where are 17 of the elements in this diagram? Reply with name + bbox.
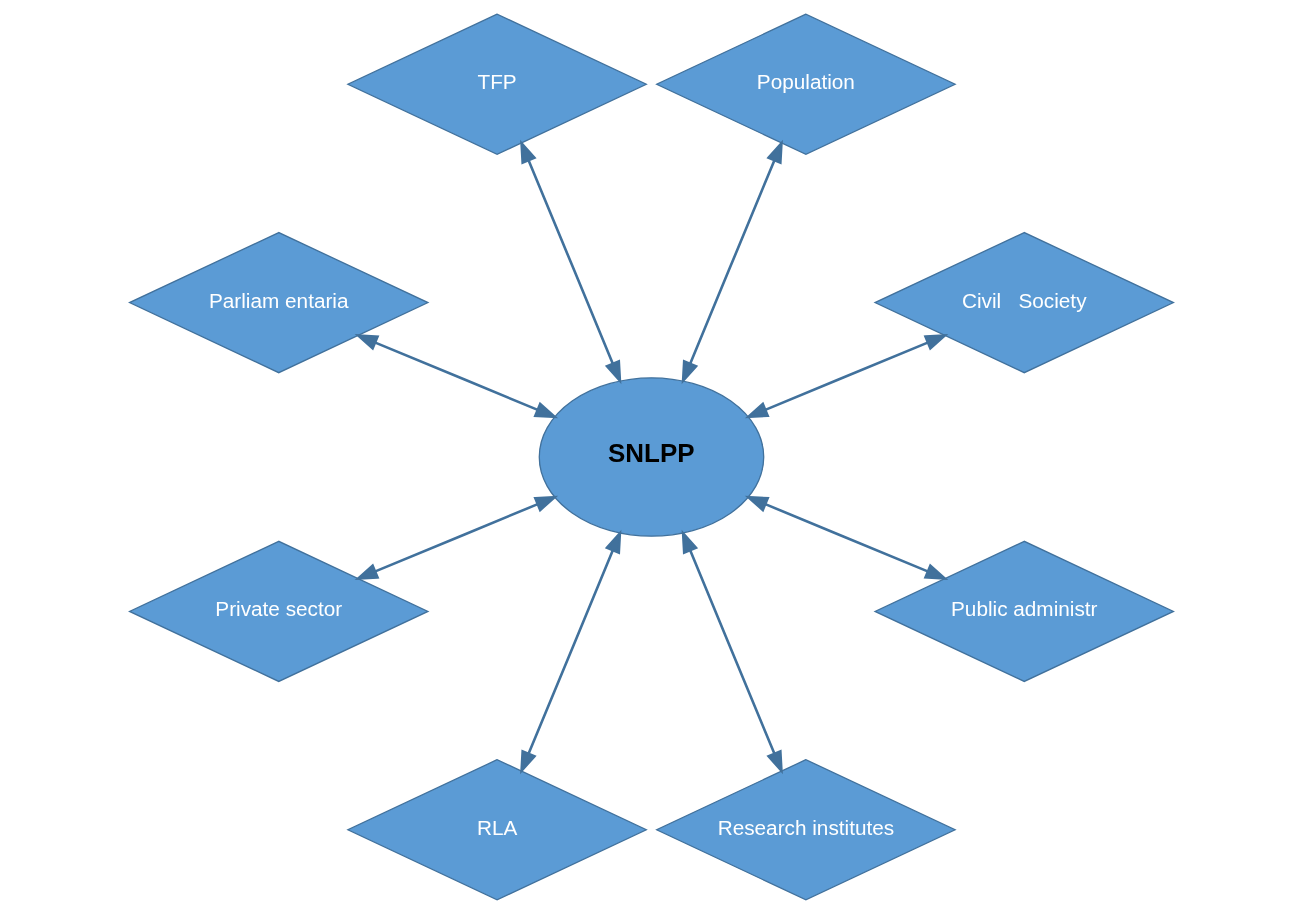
- node-diamond: TFP: [345, 12, 648, 155]
- arrow: [744, 495, 948, 580]
- arrow: [681, 529, 783, 774]
- node-diamond: Parliam entaria: [127, 231, 429, 373]
- node-ellipse: SNLPP: [538, 376, 764, 537]
- arrow: [744, 333, 948, 418]
- arrow: [354, 333, 558, 418]
- arrow: [354, 495, 558, 580]
- arrow: [681, 139, 783, 384]
- node-diamond: RLA: [345, 758, 648, 901]
- node-diamond: Population: [654, 12, 957, 155]
- node-diamond: Civil Society: [873, 231, 1175, 373]
- node-diamond: Research institutes: [654, 758, 957, 901]
- node-diamond: Public administr: [873, 540, 1175, 682]
- arrow: [519, 139, 621, 384]
- node-diamond: Private sector: [127, 540, 429, 682]
- arrow: [519, 529, 621, 774]
